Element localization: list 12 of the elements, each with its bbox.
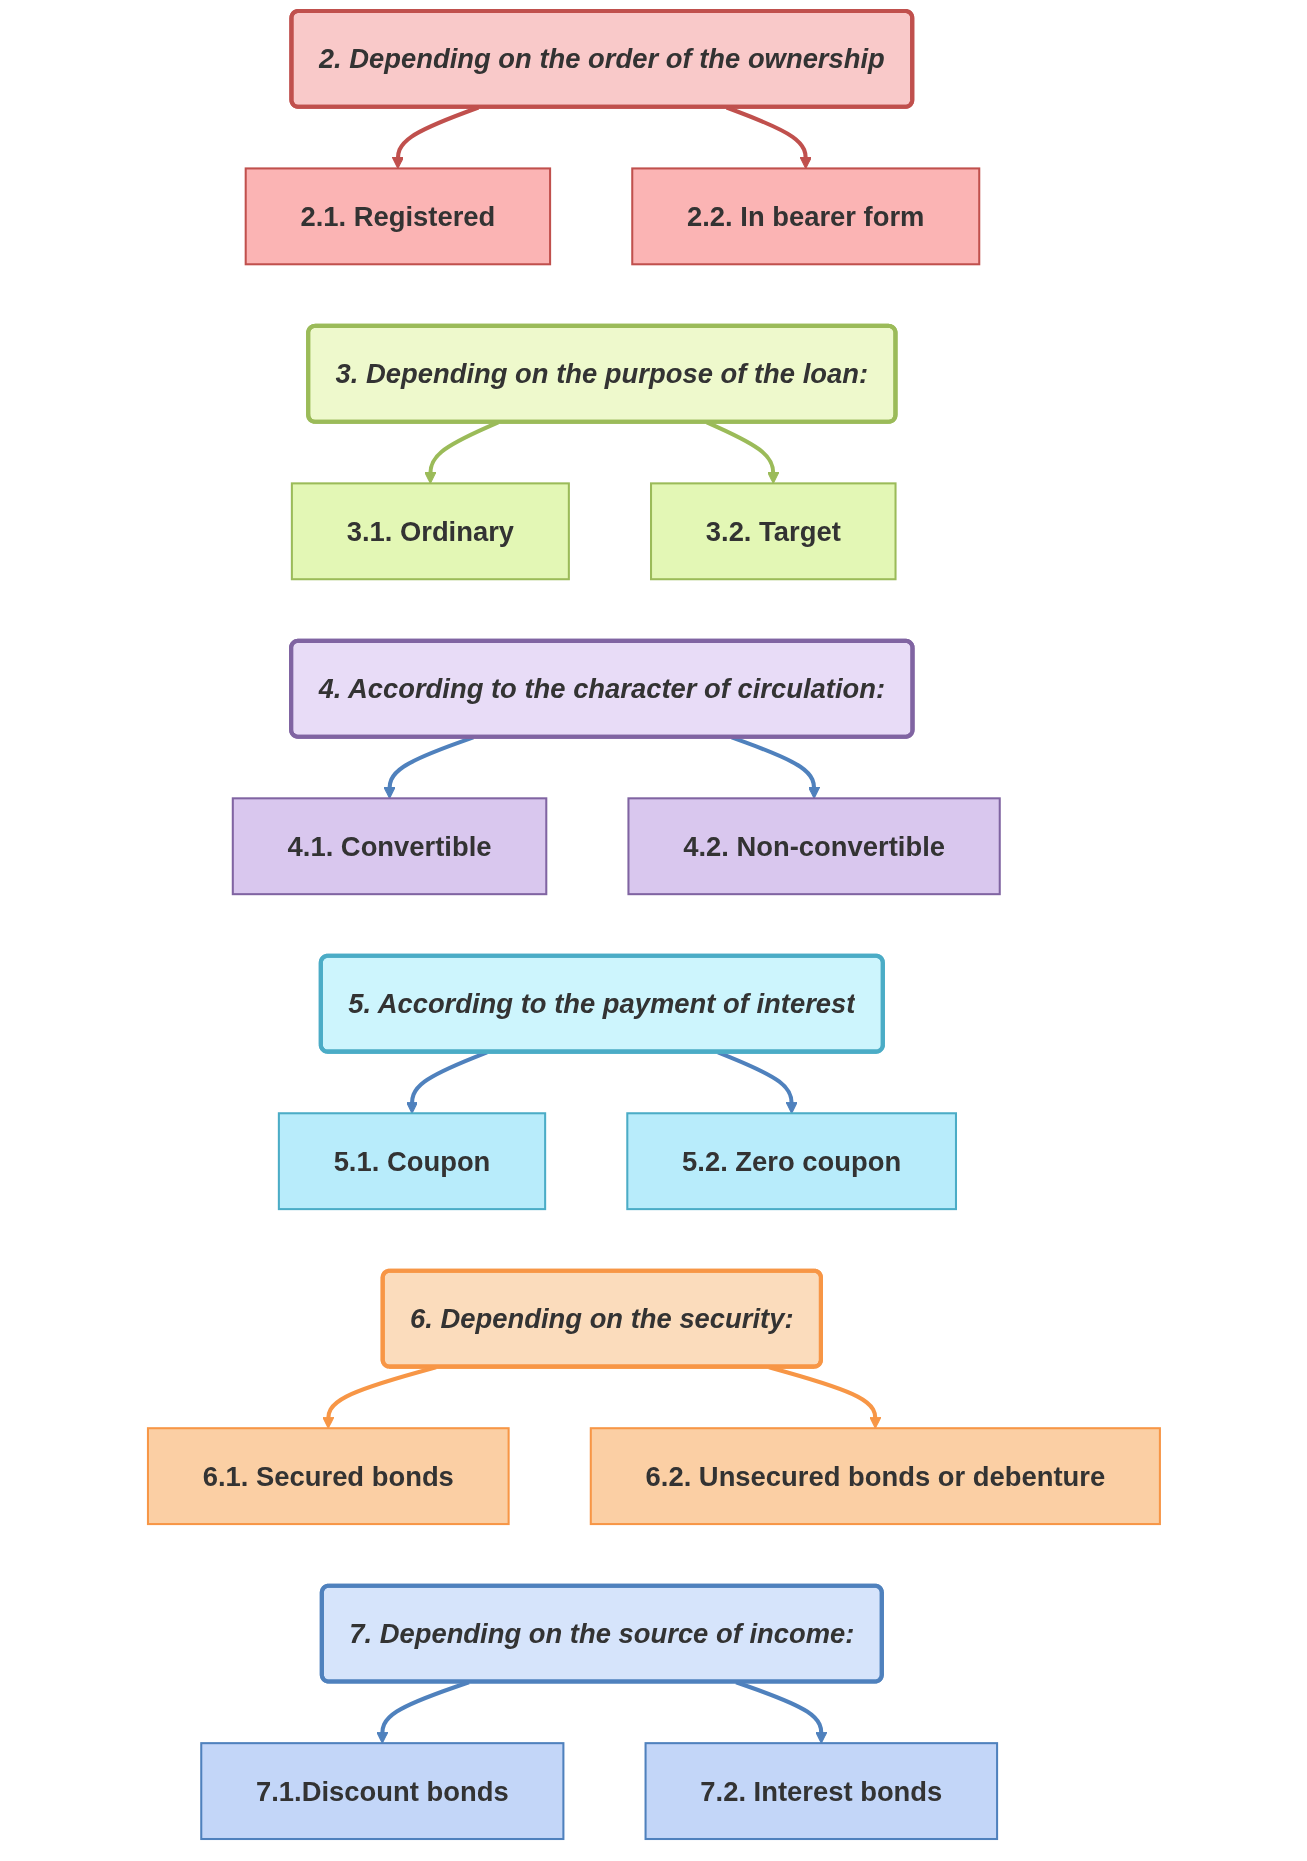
node-box: 6.1. Secured bonds xyxy=(146,1427,510,1526)
node-box: 2.2. In bearer form xyxy=(630,167,980,266)
node-box: 4.1. Convertible xyxy=(231,797,547,896)
node-box: 7.1.Discount bonds xyxy=(199,1742,564,1841)
node-box: 7.2. Interest bonds xyxy=(644,1742,998,1841)
node-box: 2.1. Registered xyxy=(244,167,551,266)
node-box: 5.1. Coupon xyxy=(277,1112,546,1211)
node-box: 3.1. Ordinary xyxy=(290,482,570,581)
node-box: 4.2. Non-convertible xyxy=(627,797,1001,896)
node-box: 6.2. Unsecured bonds or debenture xyxy=(589,1427,1161,1526)
node-box: 5.2. Zero coupon xyxy=(625,1112,957,1211)
node-box: 3.2. Target xyxy=(649,482,897,581)
